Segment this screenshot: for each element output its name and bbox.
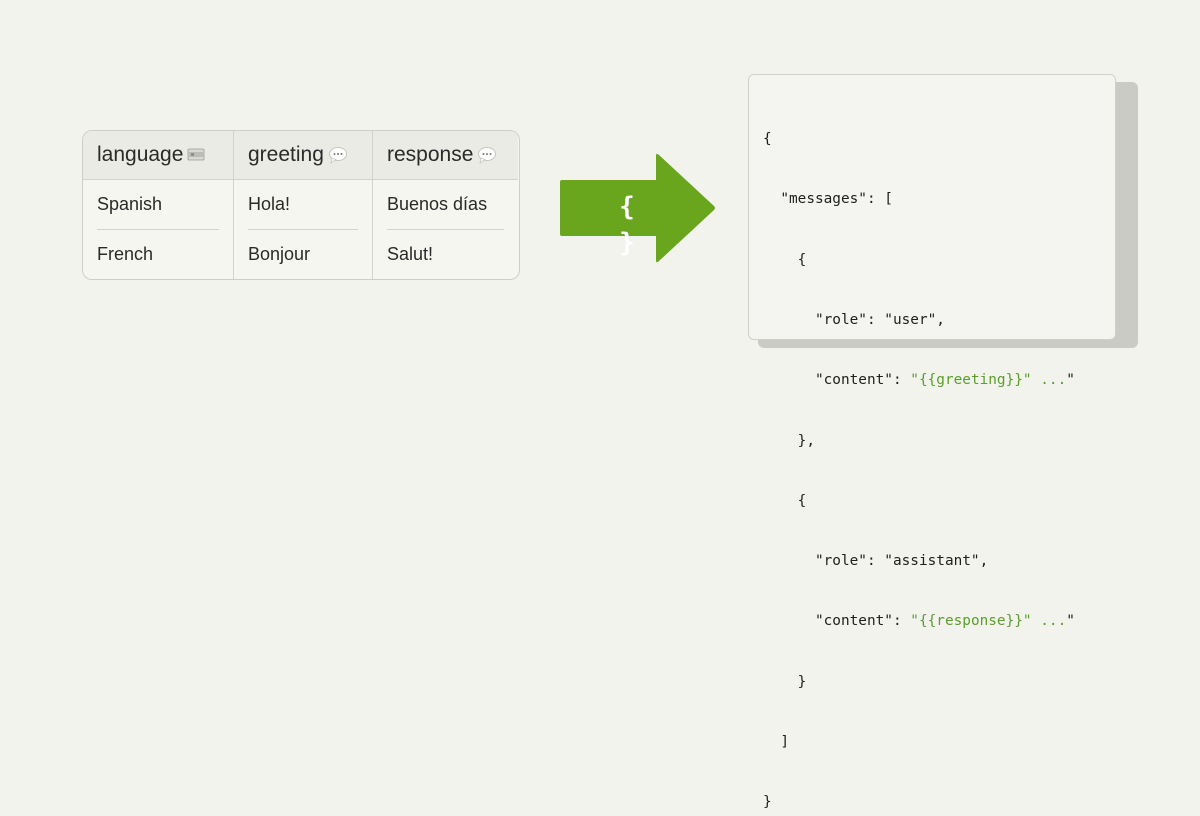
code-line: } xyxy=(797,673,807,690)
column-header-greeting: greeting xyxy=(234,131,372,180)
column-header-language: language xyxy=(83,131,233,180)
code-line: { xyxy=(797,251,807,268)
json-code: { "messages": [ { "role": "user", "conte… xyxy=(763,89,1115,816)
row-divider xyxy=(387,228,504,231)
code-line: }, xyxy=(797,432,815,449)
code-line: "content": "{{greeting}}" ..." xyxy=(814,372,1075,389)
transform-arrow: { } xyxy=(558,152,718,264)
table-cell: Bonjour xyxy=(248,244,311,265)
template-variable-response: "{{response}}" ... xyxy=(910,613,1067,630)
column-language: language Spanish French xyxy=(83,131,233,279)
table-cell: Salut! xyxy=(387,244,434,265)
dataset-table: language Spanish French greeting xyxy=(82,130,520,280)
row-divider xyxy=(248,228,358,231)
template-variable-greeting: "{{greeting}}" ... xyxy=(910,372,1067,389)
column-greeting: greeting Hola! Bonjour xyxy=(233,131,372,279)
code-line: } xyxy=(763,794,772,811)
column-header-response: response xyxy=(373,131,518,180)
flag-icon xyxy=(187,148,205,161)
table-cell: French xyxy=(97,244,154,265)
code-line: { xyxy=(763,131,772,148)
curly-braces-icon: { } xyxy=(619,192,637,258)
code-line: ] xyxy=(780,734,789,750)
column-header-label: greeting xyxy=(248,142,324,166)
code-line: "messages": [ xyxy=(780,191,893,208)
code-line: "role": "assistant", xyxy=(814,553,989,570)
arrow-right-icon xyxy=(560,153,715,263)
speech-bubble-icon xyxy=(477,146,497,164)
column-header-label: language xyxy=(97,142,184,166)
table-cell: Hola! xyxy=(248,193,291,214)
code-line: "role": "user", xyxy=(814,312,945,329)
row-divider xyxy=(97,228,219,231)
table-cell: Buenos días xyxy=(387,193,488,214)
json-code-panel: { "messages": [ { "role": "user", "conte… xyxy=(748,74,1116,810)
column-response: response Buenos días Salut! xyxy=(372,131,518,279)
code-line: "content": "{{response}}" ..." xyxy=(814,613,1075,630)
speech-bubble-icon xyxy=(328,146,348,164)
table-cell: Spanish xyxy=(97,193,163,214)
column-header-label: response xyxy=(387,142,474,166)
code-line: { xyxy=(797,492,807,509)
